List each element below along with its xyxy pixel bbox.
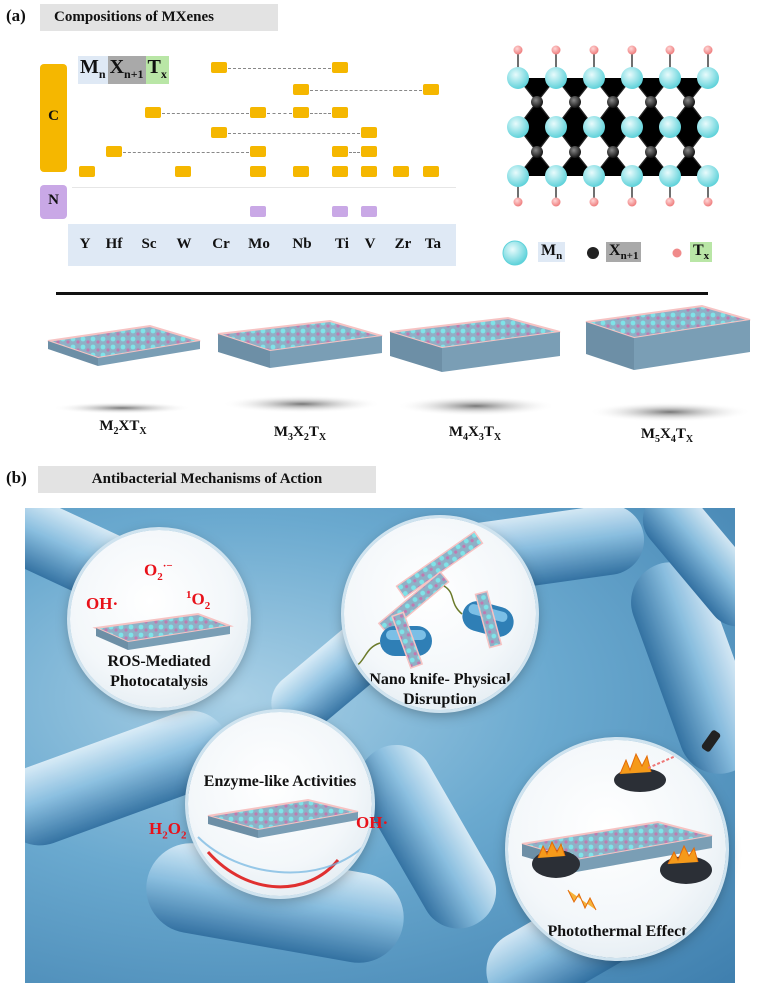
element-hf: Hf [105,236,123,252]
nanoknife-illustration [351,530,514,669]
sheet-m5x4tx [585,304,752,422]
marker-mo-r5 [250,146,266,157]
nanoknife-label-line2: Disruption [403,691,477,708]
label-m2xtx: M2XTX [99,418,147,437]
group-n-label: N [48,192,59,208]
element-nb: Nb [292,236,312,252]
marker-zr-r6 [393,166,409,177]
h2o2-label: H2O2 [149,819,187,842]
ros-circle: ROS-Mediated Photocatalysis [70,530,248,708]
marker-cr-r1 [211,62,227,73]
legend-x-label: Xn+1 [606,242,642,263]
element-cr: Cr [212,236,230,252]
superoxide-label: O2·− [144,560,173,584]
enzyme-circle: Enzyme-like Activities [188,712,372,896]
legend-t-label: Tx [690,242,713,263]
nanoknife-label-line1: Nano knife- Physical [369,671,511,688]
label-m4x3tx: M4X3TX [448,424,502,443]
panel-b-letter: (b) [6,468,27,487]
element-ta: Ta [424,236,442,252]
photothermal-circle: Photothermal Effect [508,740,726,958]
label-m3x2tx: M3X2TX [273,424,327,443]
marker-ti-r6 [332,166,348,177]
link-r4 [228,133,360,134]
formula-x: Xn+1 [107,56,146,84]
t-atoms [513,45,713,207]
legend-x-icon [587,247,599,259]
link-r3a [162,113,249,114]
section-divider [56,292,708,295]
link-r5b [349,152,360,153]
marker-ti-n [332,206,348,217]
group-c-label: C [48,108,59,124]
hydroxyl-label-ros: OH· [86,594,119,613]
nanoknife-circle: Nano knife- Physical Disruption [344,518,536,710]
legend-m-icon [502,240,528,266]
link-r3b [267,113,292,114]
marker-ta-r2 [423,84,439,95]
element-y: Y [79,236,91,252]
legend-m-label: Mn [538,242,566,263]
element-ti: Ti [335,236,349,252]
photothermal-label: Photothermal Effect [547,923,687,940]
ros-label-line1: ROS-Mediated [107,653,211,670]
formula-t: Tx [145,56,169,84]
marker-ti-r1 [332,62,348,73]
marker-v-r4 [361,127,377,138]
sheet-m4x3tx [389,316,561,416]
link-r1 [228,68,331,69]
mxene-sheets [47,304,752,422]
link-r5a [123,152,249,153]
marker-w-r6 [175,166,191,177]
marker-mo-r6 [250,166,266,177]
marker-hf-r5 [106,146,122,157]
marker-y-r6 [79,166,95,177]
m-atoms [507,67,719,187]
marker-v-r6 [361,166,377,177]
element-v: V [364,236,376,252]
panel-b-title: Antibacterial Mechanisms of Action [38,466,376,493]
label-m5x4tx: M5X4TX [640,426,694,445]
photothermal-illustration [521,741,713,911]
marker-v-n [361,206,377,217]
hydroxyl-label-enzyme: OH· [356,813,389,832]
enzyme-illustration [197,798,364,889]
element-zr: Zr [394,236,412,252]
marker-ti-r5 [332,146,348,157]
element-mo: Mo [248,236,270,252]
group-c-bar [40,64,67,172]
marker-nb-r3 [293,107,309,118]
laser-pointer-icon [701,730,721,752]
marker-mo-r3 [250,107,266,118]
marker-cr-r4 [211,127,227,138]
link-r2 [310,90,422,91]
legend-t-icon [672,248,682,258]
atomic-structure [507,45,719,207]
sheet-m3x2tx [217,319,383,413]
x-atoms [531,96,695,158]
marker-ta-r6 [423,166,439,177]
group-divider [72,187,456,188]
element-row: Y Hf Sc W Cr Mo Nb Ti V Zr Ta [68,224,456,266]
marker-sc-r3 [145,107,161,118]
ros-label-line2: Photocatalysis [110,673,208,690]
atom-legend: Mn Xn+1 Tx [500,236,740,272]
enzyme-label: Enzyme-like Activities [203,773,357,790]
panel-a-letter: (a) [6,6,26,25]
element-w: W [176,236,192,252]
mxene-formula: Mn Xn+1 Tx [78,56,169,84]
group-n-bar [40,185,67,219]
marker-nb-r2 [293,84,309,95]
singlet-oxygen-label: 1O2 [186,589,211,613]
element-sc: Sc [141,236,157,252]
marker-mo-n [250,206,266,217]
sheet-m2xtx [47,324,201,414]
panel-a-title: Compositions of MXenes [40,4,278,31]
link-r3c [310,113,331,114]
marker-v-r5 [361,146,377,157]
ros-sheet [92,612,234,650]
marker-nb-r6 [293,166,309,177]
marker-ti-r3 [332,107,348,118]
formula-m: Mn [78,56,108,84]
